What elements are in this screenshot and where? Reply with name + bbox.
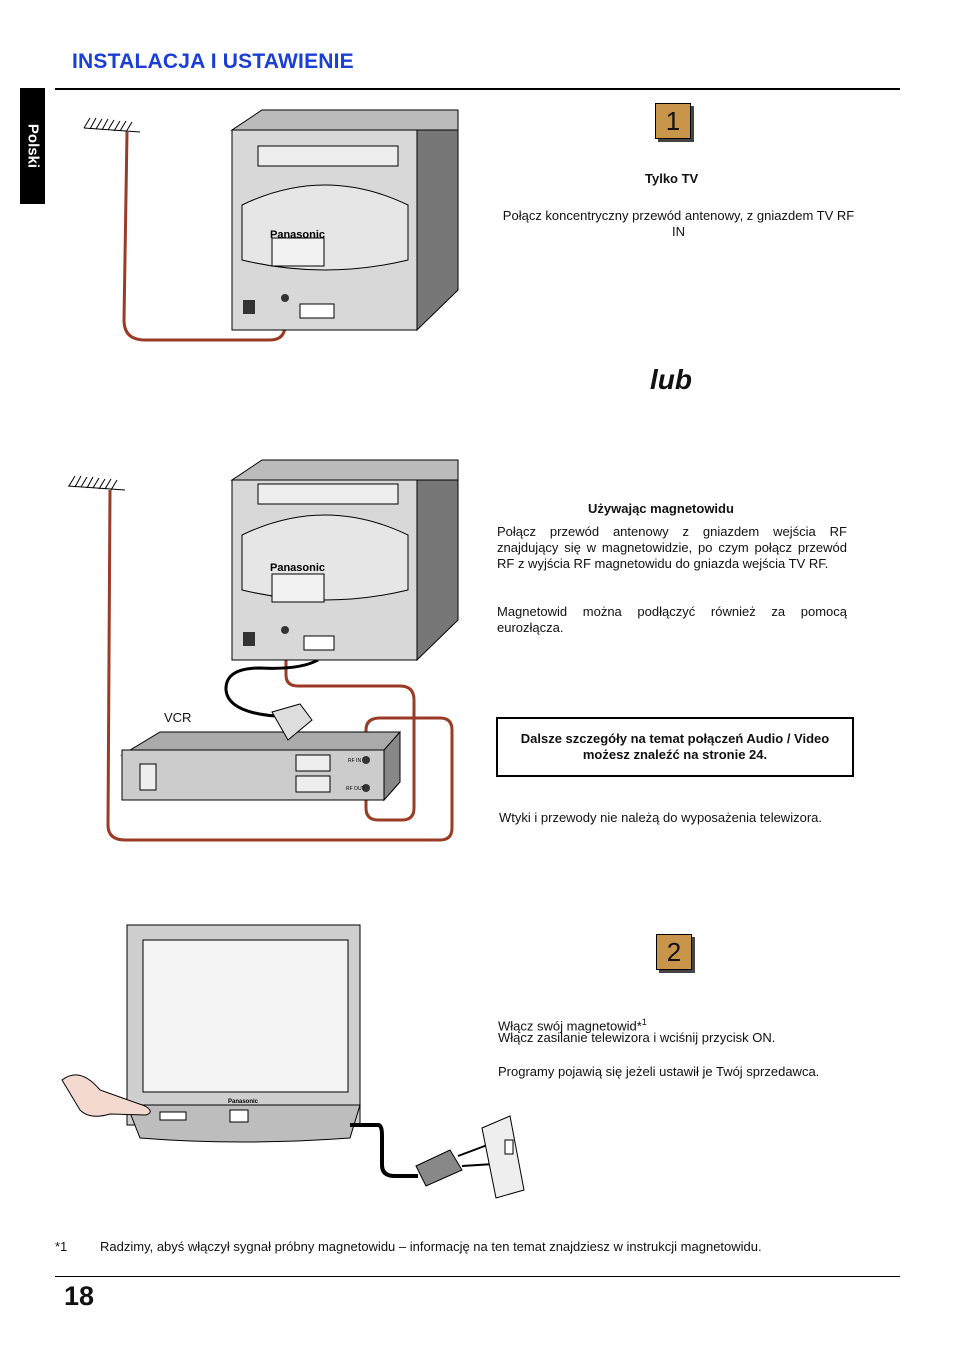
vcr-label: VCR (164, 710, 192, 725)
brand-label-2: Panasonic (270, 562, 325, 574)
footnote-marker: *1 (55, 1239, 68, 1254)
language-tab: Polski (20, 88, 45, 204)
step-1-badge: 1 (655, 103, 691, 139)
brand-label-3: Panasonic (228, 1099, 259, 1105)
step-1-text: Połącz koncentryczny przewód antenowy, z… (502, 208, 855, 239)
hand-icon (61, 1074, 151, 1117)
page-number: 18 (64, 1281, 95, 1311)
bottom-rule (55, 1276, 900, 1277)
wall-socket-icon (481, 1115, 525, 1199)
step-2-line-2: Włącz zasilanie telewizora i wciśnij prz… (498, 1030, 776, 1045)
antenna-icon-2 (67, 475, 126, 491)
rf-in-label: RF IN (348, 758, 361, 764)
brand-label-1: Panasonic (270, 229, 325, 241)
plug-icon (415, 1149, 463, 1187)
step-2-badge: 2 (656, 934, 692, 970)
rf-out-label: RF OUT (346, 786, 365, 792)
step-2-line-1: Włącz swój magnetowid*1 (498, 1017, 647, 1034)
vcr-heading: Używając magnetowidu (588, 501, 734, 516)
step-2-line-3: Programy pojawią się jeżeli ustawił je T… (498, 1064, 820, 1079)
vcr-paragraph-2: Magnetowid można podłączyć również za po… (497, 604, 847, 635)
vcr-paragraph-1: Połącz przewód antenowy z gniazdem wejśc… (497, 524, 847, 571)
antenna-icon (83, 117, 141, 133)
note-box-text: Dalsze szczegóły na temat połączeń Audio… (520, 731, 830, 762)
step-1-heading: Tylko TV (645, 171, 699, 186)
footnote-text: Radzimy, abyś włączył sygnał próbny magn… (100, 1239, 762, 1254)
plugs-note: Wtyki i przewody nie należą do wyposażen… (499, 810, 822, 825)
page-title: INSTALACJA I USTAWIENIE (72, 50, 354, 73)
note-box: Dalsze szczegóły na temat połączeń Audio… (496, 717, 854, 777)
or-label: lub (650, 364, 692, 395)
top-rule (55, 88, 900, 90)
